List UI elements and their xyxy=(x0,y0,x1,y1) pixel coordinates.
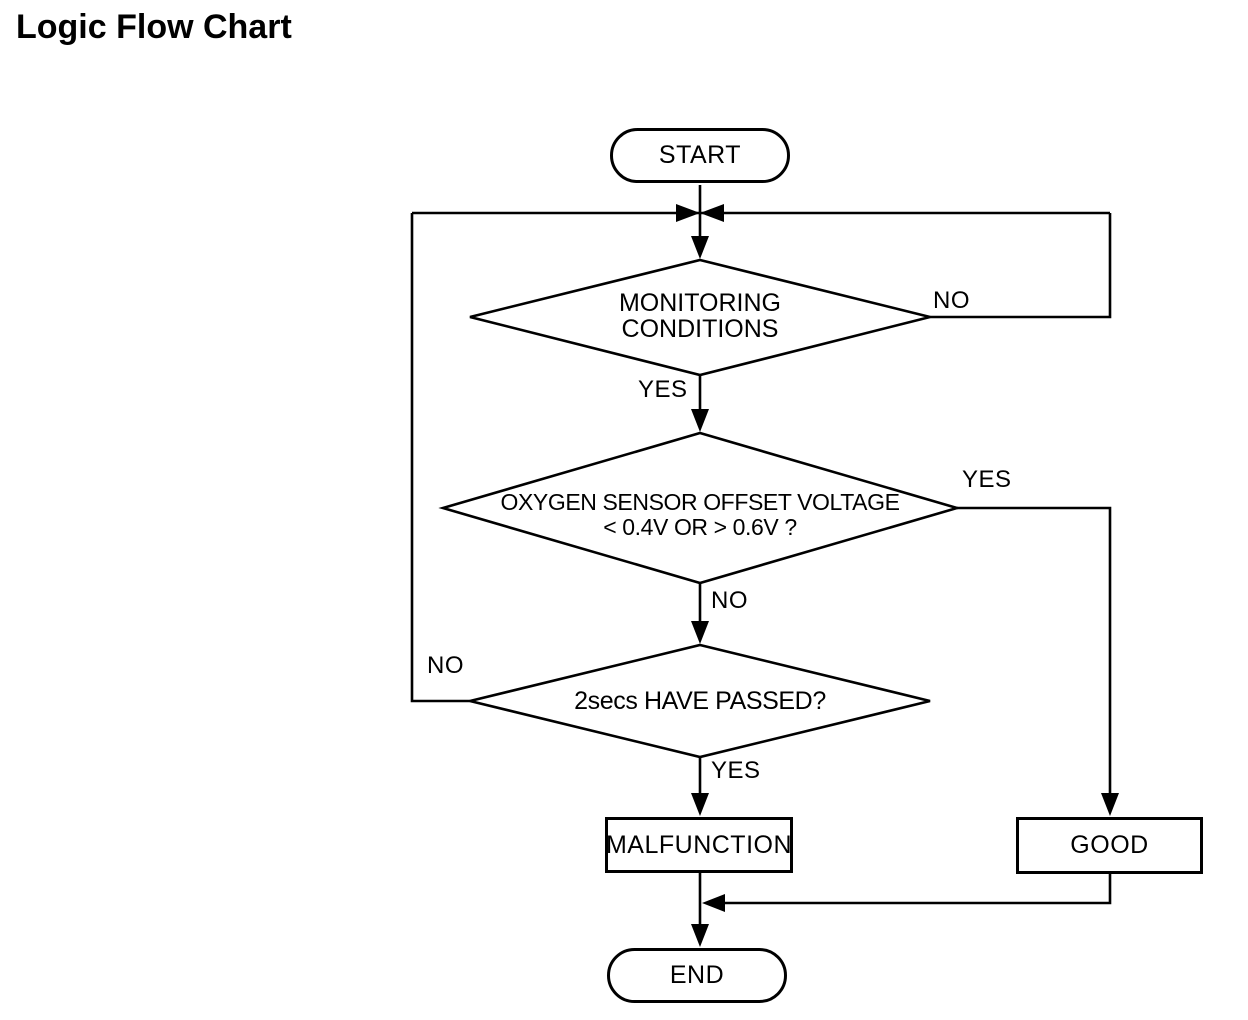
edge-monitoring-no-feedback xyxy=(930,213,1112,319)
monitoring-yes-label: YES xyxy=(638,376,688,403)
arrowhead-into-malfunction xyxy=(691,793,709,816)
edge-left-feedback-line xyxy=(410,213,470,703)
arrowhead-into-2secs xyxy=(691,621,709,644)
arrowhead-into-end xyxy=(691,924,709,947)
arrowhead-merge-from-good xyxy=(702,894,725,912)
arrowhead-into-monitoring xyxy=(691,236,709,259)
malfunction-node-label: MALFUNCTION xyxy=(605,830,793,859)
end-node-label: END xyxy=(669,961,725,989)
arrowhead-into-good xyxy=(1101,793,1119,816)
good-node: GOOD xyxy=(1016,817,1203,874)
decision-oxygen-text: OXYGEN SENSOR OFFSET VOLTAGE < 0.4V OR >… xyxy=(480,490,920,540)
oxygen-no-label: NO xyxy=(711,587,748,614)
arrowhead-junction-from-left xyxy=(676,204,700,222)
edge-good-to-merge xyxy=(719,874,1112,905)
decision-monitoring-line1: MONITORING xyxy=(618,289,782,317)
decision-2secs-label: 2secs HAVE PASSED? xyxy=(574,687,826,715)
end-node: END xyxy=(607,948,787,1003)
decision-2secs-diamond xyxy=(469,643,931,759)
decision-oxygen-line2: < 0.4V OR > 0.6V ? xyxy=(603,514,797,540)
2secs-yes-label: YES xyxy=(711,757,761,784)
decision-oxygen-diamond xyxy=(438,431,962,585)
start-node-label: START xyxy=(658,141,742,169)
arrowhead-into-oxygen xyxy=(691,409,709,432)
decision-monitoring-text: MONITORING CONDITIONS xyxy=(550,290,850,342)
oxygen-yes-label: YES xyxy=(962,466,1012,493)
edge-oxygen-yes-to-good xyxy=(957,506,1112,809)
decision-oxygen-line1: OXYGEN SENSOR OFFSET VOLTAGE xyxy=(500,489,900,515)
good-node-label: GOOD xyxy=(1070,831,1149,859)
2secs-no-label: NO xyxy=(427,652,464,679)
malfunction-node: MALFUNCTION xyxy=(605,817,793,873)
start-node: START xyxy=(610,128,790,183)
decision-2secs-text: 2secs HAVE PASSED? xyxy=(530,688,870,714)
decision-monitoring-diamond xyxy=(469,258,931,377)
decision-monitoring-line2: CONDITIONS xyxy=(621,315,779,343)
monitoring-no-label: NO xyxy=(933,287,970,314)
arrowhead-junction-from-right xyxy=(700,204,724,222)
page-title: Logic Flow Chart xyxy=(16,8,292,46)
